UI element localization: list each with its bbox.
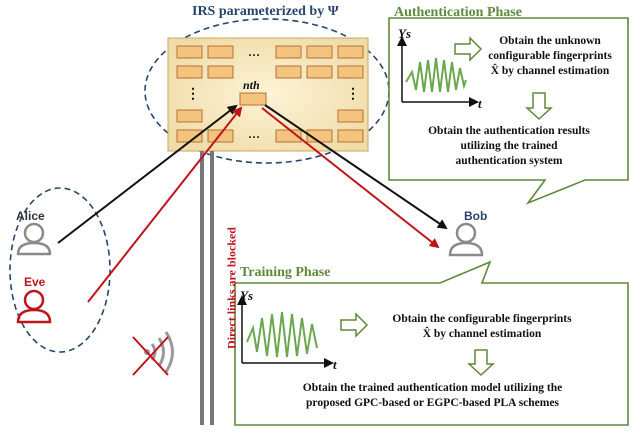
auth-step1-line3: X̂ by channel estimation [490,65,610,77]
irs-to-bob-eve-link [261,107,440,249]
train-step1-line1: Obtain the configurable fingerprints [392,313,572,325]
person-icon [448,222,484,257]
train-step1-line2: X̂ by channel estimation [422,328,542,340]
train-y-axis-label: Ys [240,288,253,303]
auth-step2-line1: Obtain the authentication results [428,125,590,137]
auth-step2: Obtain the authentication results utiliz… [398,124,620,169]
auth-phase-title: Authentication Phase [394,5,522,20]
eve-label: Eve [24,275,46,289]
irs-dots: … [248,45,260,59]
eve-to-irs-link [87,106,243,303]
bob-label: Bob [464,209,488,223]
auth-step1-line1: Obtain the unknown [499,35,601,47]
users-ellipse [9,187,111,353]
wifi-blocked-icon [132,331,174,376]
training-phase-box [234,260,629,426]
irs-nth-label: nth [243,78,260,92]
train-t-axis-label: t [333,357,337,372]
train-waveform [246,311,318,358]
train-step2-line2: proposed GPC-based or EGPC-based PLA sch… [306,397,559,409]
irs-dots: … [248,127,260,141]
auth-step1: Obtain the unknown configurable fingerpr… [485,34,615,79]
train-step1: Obtain the configurable fingerprints X̂ … [372,312,592,342]
auth-step1-line2: configurable fingerprints [488,50,612,62]
alice-label: Alice [16,209,45,223]
alice-to-irs-link [57,104,238,244]
auth-step2-line2: utilizing the trained [460,140,558,152]
person-icon [16,289,52,324]
irs-title: IRS parameterized by Ψ [192,4,339,19]
auth-phase-box [388,17,629,205]
training-phase-title: Training Phase [240,265,331,280]
barrier-wall-2 [210,151,214,425]
auth-y-axis-label: Ys [398,26,411,41]
train-axes [237,295,334,368]
auth-axes [397,36,479,107]
auth-t-axis-label: t [478,96,482,111]
irs-nth-element [239,92,267,106]
direct-links-label: Direct links are blocked [224,227,239,349]
irs-elements [176,45,364,143]
train-step2-line1: Obtain the trained authentication model … [302,382,563,394]
irs-vdots: ⋮ [346,87,360,102]
auth-waveform [405,57,467,93]
person-icon [16,222,52,256]
arrow-icon [340,36,553,377]
barrier-wall [200,151,204,425]
auth-step2-line3: authentication system [455,155,563,167]
train-step2: Obtain the trained authentication model … [245,381,620,411]
irs-to-bob-link [264,104,448,230]
irs-vdots: ⋮ [186,87,200,102]
